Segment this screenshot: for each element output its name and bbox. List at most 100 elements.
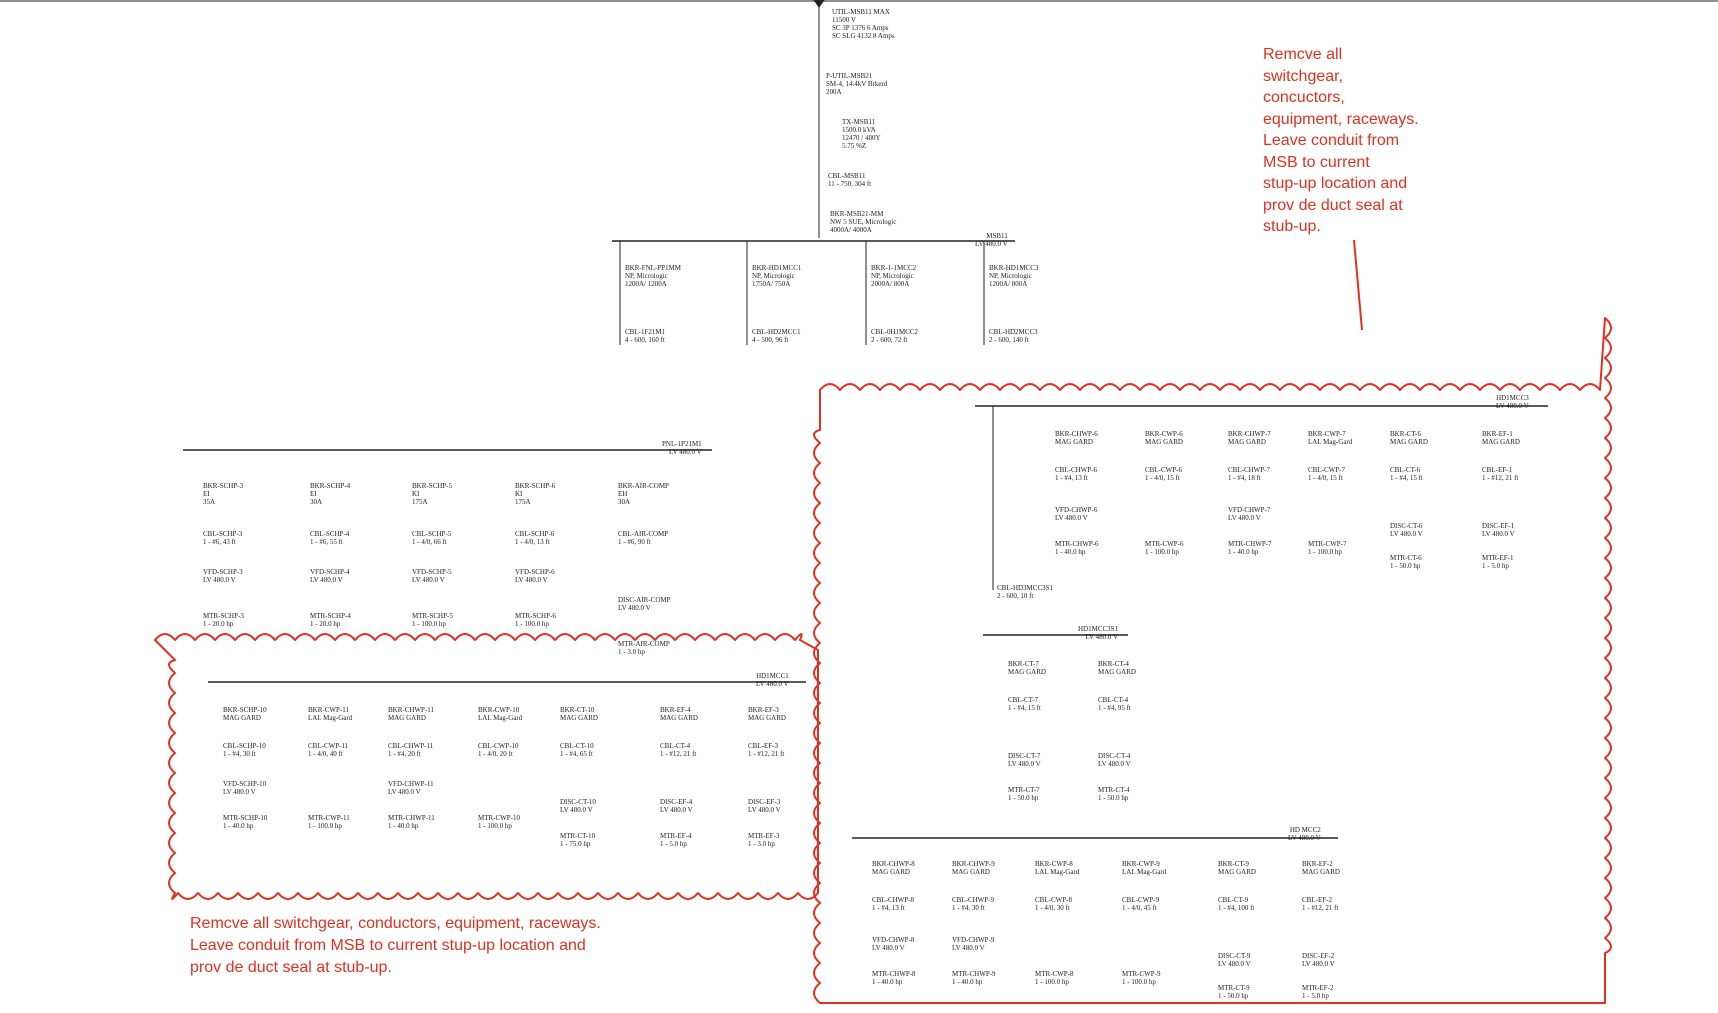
load-disconnect: DISC-EF-3 LV 480.0 V [748,798,781,814]
load-motor: MTR-EF-4 1 - 5.0 hp [660,832,692,848]
load-cable: CBL-CWP-6 1 - 4/0, 15 ft [1145,466,1182,482]
load-motor: MTR-AIR-COMP 1 - 3.0 hp [618,640,670,656]
tie-cable-label: CBL-HD3MCC3S1 2 - 600, 10 ft [997,584,1054,600]
load-vfd: VFD-CHWP-8 LV 480.0 V [872,936,915,952]
load-cable: CBL-CHWP-9 1 - #4, 30 ft [952,896,994,912]
main-feeder-breaker: BKR-HD1MCC3 NP, Micrologic 1200A/ 800A [989,264,1039,288]
load-motor: MTR-CT-4 1 - 50.0 hp [1098,786,1130,802]
load-cable: CBL-CHWP-11 1 - #4, 20 ft [388,742,434,758]
load-motor: MTR-EF-1 1 - 5.0 hp [1482,554,1514,570]
load-motor: MTR-CWP-9 1 - 100.0 hp [1122,970,1161,986]
left-bus-label: PNL-1P21M1 LV 480.0 V [662,440,702,456]
load-motor: MTR-CWP-11 1 - 100.0 hp [308,814,350,830]
load-cable: CBL-CT-9 1 - #4, 100 ft [1218,896,1255,912]
load-breaker: BKR-SCHP-3 EI 35A [203,482,244,506]
load-vfd: VFD-CHWP-9 LV 480.0 V [952,936,995,952]
load-cable: CBL-SCHP-3 1 - #6, 43 ft [203,530,243,546]
load-breaker: BKR-AIR-COMP EH 30A [618,482,669,506]
load-motor: MTR-CT-6 1 - 50.0 hp [1390,554,1422,570]
load-disconnect: DISC-CT-10 LV 480.0 V [560,798,596,814]
load-motor: MTR-CT-7 1 - 50.0 hp [1008,786,1040,802]
lower-bus-label: HD1MCC1 LV 480.0 V [756,672,789,688]
load-motor: MTR-CWP-10 1 - 100.0 hp [478,814,520,830]
load-motor: MTR-EF-3 1 - 3.0 hp [748,832,780,848]
load-breaker: BKR-CT-6 MAG GARD [1390,430,1428,446]
load-cable: CBL-CWP-7 1 - 4/0, 15 ft [1308,466,1345,482]
load-cable: CBL-EF-2 1 - #12, 21 ft [1302,896,1339,912]
load-breaker: BKR-CWP-9 LAL Mag-Gard [1122,860,1167,876]
load-disconnect: DISC-EF-4 LV 480.0 V [660,798,693,814]
load-disconnect: DISC-EF-1 LV 480.0 V [1482,522,1515,538]
load-motor: MTR-CT-10 1 - 75.0 hp [560,832,596,848]
load-breaker: BKR-EF-3 MAG GARD [748,706,786,722]
main-bus-label: MSB11 LV 480.0 V [975,232,1008,248]
load-cable: CBL-CWP-9 1 - 4/0, 45 ft [1122,896,1159,912]
load-breaker: BKR-CT-10 MAG GARD [560,706,598,722]
load-motor: MTR-CWP-6 1 - 100.0 hp [1145,540,1184,556]
demolition-note-bottom: Remcve all switchgear, conductors, equip… [190,915,601,976]
load-breaker: BKR-CWP-6 MAG GARD [1145,430,1183,446]
load-cable: CBL-EF-1 1 - #12, 21 ft [1482,466,1519,482]
load-motor: MTR-SCHP-3 1 - 20.0 hp [203,612,244,628]
load-cable: CBL-CHWP-7 1 - #4, 18 ft [1228,466,1270,482]
utility-source-label: UTIL-MSB11 MAX 11500 V SC 3P 1376 6 Amps… [832,8,895,40]
load-breaker: BKR-EF-1 MAG GARD [1482,430,1520,446]
load-motor: MTR-CWP-7 1 - 100.0 hp [1308,540,1347,556]
load-breaker: BKR-CT-9 MAG GARD [1218,860,1256,876]
load-motor: MTR-SCHP-6 1 - 100.0 hp [515,612,556,628]
load-breaker: BKR-SCHP-6 KI 175A [515,482,556,506]
main-feeder-cable: CBL-HD2MCC3 2 - 600, 140 ft [989,328,1038,344]
load-cable: CBL-CT-4 1 - #4, 95 ft [1098,696,1131,712]
load-cable: CBL-SCHP-4 1 - #6, 55 ft [310,530,350,546]
load-motor: MTR-CT-9 1 - 50.0 hp [1218,984,1250,1000]
load-motor: MTR-SCHP-10 1 - 40.0 hp [223,814,268,830]
load-vfd: VFD-SCHP-4 LV 480.0 V [310,568,350,584]
load-breaker: BKR-CT-4 MAG GARD [1098,660,1136,676]
main-feeder-breaker: BKR-1-1MCC2 NP, Micrologic 2000A/ 800A [871,264,917,288]
load-breaker: BKR-CHWP-8 MAG GARD [872,860,915,876]
main-feeder-cable: CBL-0H1MCC2 2 - 600, 72 ft [871,328,919,344]
load-vfd: VFD-SCHP-10 LV 480.0 V [223,780,267,796]
load-disconnect: DISC-CT-4 LV 480.0 V [1098,752,1131,768]
load-cable: CBL-EF-3 1 - #12, 21 ft [748,742,785,758]
load-vfd: VFD-CHWP-6 LV 480.0 V [1055,506,1098,522]
load-motor: MTR-CHWP-8 1 - 40.0 hp [872,970,916,986]
right-mid-bus-label: HD1MCC3S1 LV 480.0 V [1078,625,1119,641]
load-cable: CBL-CWP-8 1 - 4/0, 30 ft [1035,896,1072,912]
load-motor: MTR-EF-2 1 - 5.0 hp [1302,984,1334,1000]
load-motor: MTR-CHWP-9 1 - 40.0 hp [952,970,996,986]
load-cable: CBL-CT-7 1 - #4, 15 ft [1008,696,1041,712]
load-cable: CBL-CHWP-6 1 - #4, 13 ft [1055,466,1097,482]
load-breaker: BKR-SCHP-5 KI 175A [412,482,453,506]
load-vfd: VFD-CHWP-11 LV 480.0 V [388,780,434,796]
transformer-label: TX-MSB11 1500.0 kVA 12470 / 480Y 5.75 %Z [842,118,881,150]
load-cable: CBL-CHWP-8 1 - #4, 13 ft [872,896,914,912]
load-vfd: VFD-SCHP-6 LV 480.0 V [515,568,555,584]
load-breaker: BKR-CHWP-7 MAG GARD [1228,430,1271,446]
service-cable-label: CBL-MSB11 11 - 750, 304 ft [828,172,872,188]
load-disconnect: DISC-CT-9 LV 480.0 V [1218,952,1251,968]
load-disconnect: DISC-CT-7 LV 480.0 V [1008,752,1041,768]
note-leader-line [1353,239,1363,331]
main-feeder-cable: CBL-1F21M1 4 - 600, 160 ft [625,328,666,344]
load-disconnect: DISC-AIR-COMP LV 480.0 V [618,596,671,612]
load-breaker: BKR-CHWP-6 MAG GARD [1055,430,1098,446]
bottom-right-bus-label: HD MCC2 LV 480.0 V [1288,826,1321,842]
load-vfd: VFD-SCHP-5 LV 480.0 V [412,568,452,584]
load-motor: MTR-CHWP-7 1 - 40.0 hp [1228,540,1272,556]
main-breaker-label: BKR-MSB21-MM NW 5 SUE, Micrologic 4000A/… [830,210,897,234]
load-cable: CBL-AIR-COMP 1 - #6, 90 ft [618,530,669,546]
utility-source-arrow [813,0,825,8]
load-breaker: BKR-EF-2 MAG GARD [1302,860,1340,876]
load-cable: CBL-CWP-11 1 - 4/0, 40 ft [308,742,349,758]
load-cable: CBL-SCHP-5 1 - 4/0, 66 ft [412,530,452,546]
load-motor: MTR-SCHP-5 1 - 100.0 hp [412,612,453,628]
load-breaker: BKR-CHWP-9 MAG GARD [952,860,995,876]
load-motor: MTR-CHWP-11 1 - 40.0 hp [388,814,435,830]
load-breaker: BKR-EF-4 MAG GARD [660,706,698,722]
load-cable: CBL-CT-4 1 - #12, 21 ft [660,742,697,758]
load-breaker: BKR-CWP-8 LAL Mag-Gard [1035,860,1080,876]
right-top-bus-label: HD1MCC3 LV 480.0 V [1496,394,1529,410]
fuse-label: P-UTIL-MSB21 SM-4, 14.4kV Brkerd 200A [826,72,888,96]
